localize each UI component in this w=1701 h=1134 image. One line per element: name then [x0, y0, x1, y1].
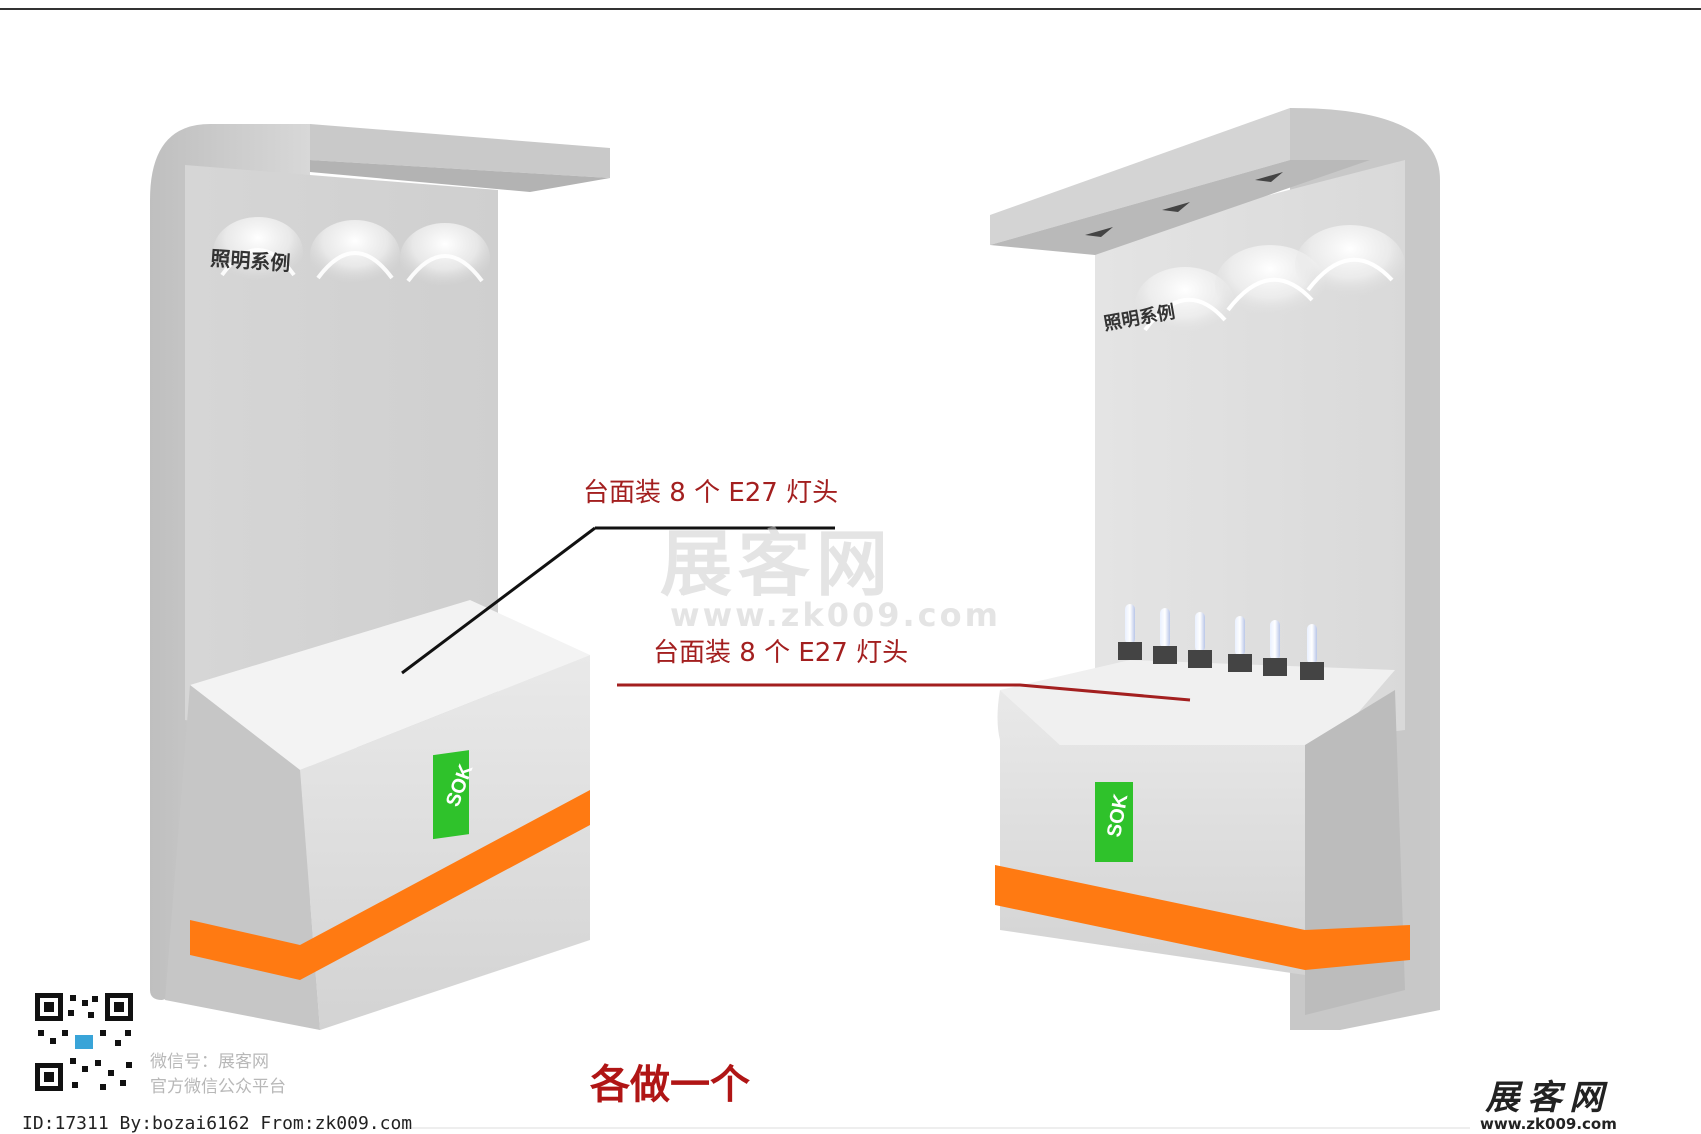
watermark-url: www.zk009.com	[670, 596, 1001, 634]
right-light-glow-3	[1295, 225, 1405, 305]
left-leader-diagonal	[401, 526, 596, 675]
watermark-main: 展客网	[660, 522, 895, 606]
right-stand: SOK 照明系例	[990, 108, 1440, 1030]
wechat-platform: 官方微信公众平台	[150, 1077, 286, 1097]
footer-id: ID:17311 By:bozai6162 From:zk009.com	[22, 1113, 413, 1134]
qr-code	[35, 993, 133, 1091]
wechat-id: 微信号：展客网	[150, 1052, 269, 1072]
left-annotation: 台面装 8 个 E27 灯头	[583, 478, 839, 508]
left-orange-band	[190, 790, 590, 980]
footer-logo: 展客网 www.zk009.com	[1480, 1070, 1617, 1133]
right-bulbs	[1118, 604, 1324, 680]
left-sok-logo: SOK	[433, 750, 478, 840]
right-orange-band	[995, 865, 1410, 970]
right-light-glow-1	[1135, 267, 1235, 343]
right-leader-line	[617, 683, 1191, 702]
left-stand: SOK 照明系例	[150, 124, 610, 1030]
right-sok-logo	[1095, 782, 1133, 862]
left-counter-top	[190, 600, 590, 770]
left-brand-label: 照明系例	[210, 246, 291, 276]
caption: 各做一个	[590, 1062, 750, 1108]
right-annotation: 台面装 8 个 E27 灯头	[653, 638, 909, 668]
footer-logo-url: www.zk009.com	[1480, 1115, 1617, 1133]
right-counter-top	[1000, 660, 1395, 745]
right-canopy-top	[990, 108, 1290, 245]
left-canopy-bottom	[310, 160, 610, 192]
footer-logo-main: 展客网	[1485, 1078, 1612, 1118]
